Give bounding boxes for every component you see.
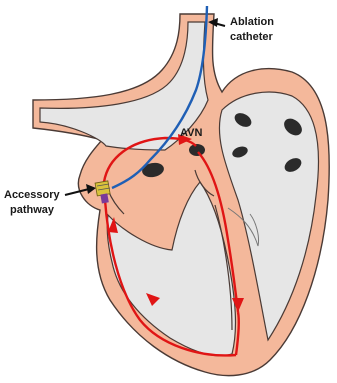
avn-label: AVN: [180, 127, 202, 139]
ablation-label-line2: catheter: [230, 31, 274, 43]
ablation-label-line1: Ablation: [230, 16, 274, 28]
avn-node-oval: [189, 144, 205, 156]
accessory-label-line1: Accessory: [4, 189, 61, 201]
accessory-label-line2: pathway: [10, 204, 55, 216]
